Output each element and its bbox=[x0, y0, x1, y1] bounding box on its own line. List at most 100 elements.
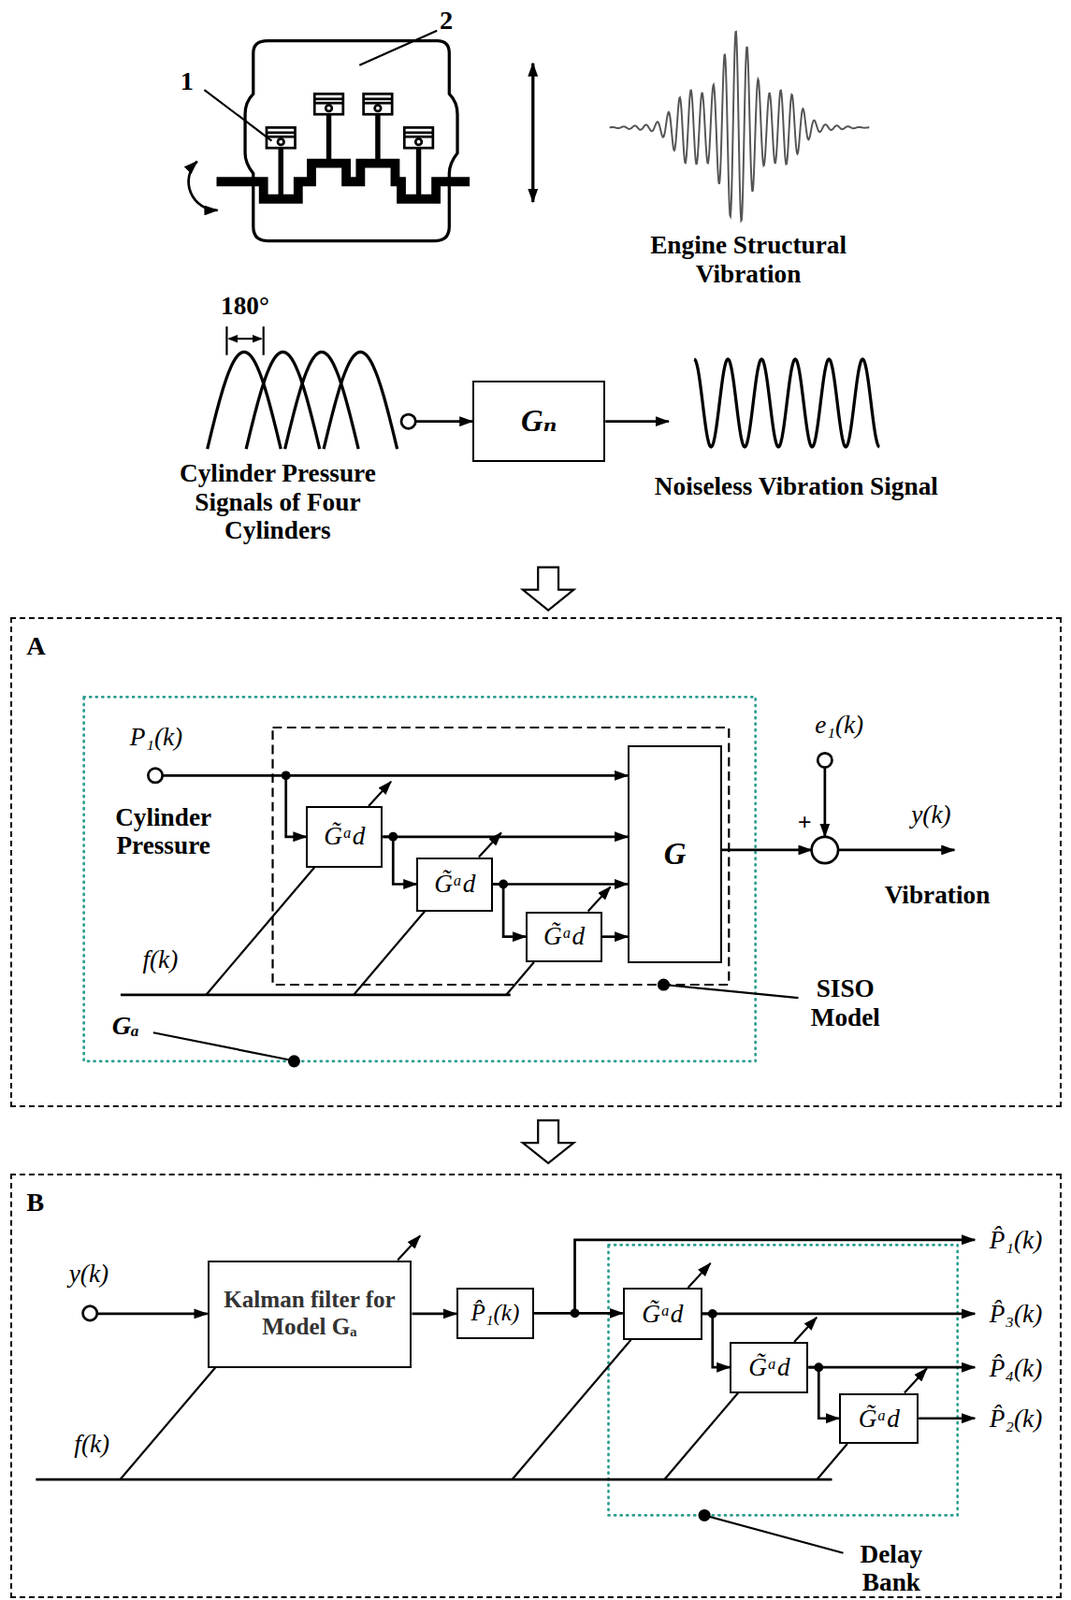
signal-name: P̂₄(k) bbox=[989, 1353, 1043, 1383]
signal-name: e₁(k) bbox=[814, 710, 864, 740]
callout-text: Delay Bank bbox=[835, 1540, 948, 1598]
signal-wire bbox=[511, 1340, 631, 1481]
box-label: G̃ᵃd bbox=[852, 1404, 906, 1434]
signal-wire bbox=[918, 1417, 975, 1420]
panel-letter: A bbox=[26, 631, 45, 663]
signal-description: Cylinder Pressure bbox=[91, 803, 235, 861]
callout-number: 2 bbox=[439, 5, 453, 36]
signal-arrow bbox=[492, 882, 628, 886]
signal-arrow bbox=[411, 1313, 456, 1317]
signal-name: P̂₃(k) bbox=[989, 1299, 1043, 1329]
signal-wire bbox=[162, 774, 629, 778]
signal-wire bbox=[286, 775, 307, 837]
sum-sign: + bbox=[797, 809, 812, 837]
kalman-box: Kalman filter for Model Gₐ bbox=[207, 1260, 413, 1369]
signal-name: y(k) bbox=[69, 1259, 109, 1289]
signal-wire bbox=[664, 1392, 739, 1480]
signal-arrow bbox=[602, 935, 628, 939]
crankshaft bbox=[217, 163, 471, 200]
signal-wire bbox=[588, 886, 611, 912]
signal-wire bbox=[35, 1478, 832, 1482]
connectors bbox=[382, 837, 840, 1419]
panel-letter: B bbox=[26, 1187, 44, 1219]
signal-wire bbox=[120, 994, 511, 998]
box-label: G̃ᵃd bbox=[318, 822, 372, 852]
wires bbox=[35, 752, 975, 1480]
signal-wire bbox=[97, 1313, 208, 1317]
connecting-rod bbox=[416, 147, 421, 200]
box-label: P̂₁(k) bbox=[464, 1300, 526, 1328]
box-label: Kalman filter for Model Gₐ bbox=[209, 1287, 411, 1342]
signal-wire bbox=[353, 911, 425, 995]
signal-arrow bbox=[382, 835, 628, 839]
input-terminal bbox=[147, 768, 162, 783]
connecting-rod bbox=[326, 114, 332, 163]
siso-region bbox=[273, 727, 730, 985]
signal-wire bbox=[506, 962, 535, 996]
connecting-rod bbox=[278, 147, 284, 200]
estimate-box: P̂₁(k) bbox=[456, 1288, 535, 1340]
dimension-text: 180° bbox=[220, 291, 270, 321]
signal-arrow bbox=[808, 1367, 840, 1419]
delay-box: G̃ᵃd bbox=[729, 1342, 809, 1394]
piston bbox=[266, 93, 434, 148]
input-terminal bbox=[83, 1306, 98, 1321]
signal-wire bbox=[808, 1366, 975, 1370]
signal-arrow bbox=[492, 884, 526, 938]
transfer-box: Gₙ bbox=[472, 380, 606, 463]
delay-box: G̃ᵃd bbox=[416, 857, 493, 912]
signal-wire bbox=[904, 1368, 927, 1393]
sum-junction bbox=[811, 837, 839, 864]
signal-wire bbox=[702, 1313, 975, 1317]
signal-name: f(k) bbox=[142, 945, 178, 975]
engine-illustration bbox=[188, 30, 534, 242]
signal-arrow bbox=[382, 837, 417, 885]
leader-line bbox=[203, 89, 272, 142]
flow-arrow bbox=[522, 567, 575, 611]
box-label: G̃ᵃd bbox=[636, 1300, 690, 1330]
signal-wire bbox=[838, 849, 955, 853]
caption-text: Noiseless Vibration Signal bbox=[653, 471, 941, 501]
box-label: G̃ᵃd bbox=[428, 869, 482, 899]
box-label: Gₙ bbox=[514, 404, 564, 440]
signal-wire bbox=[688, 1263, 711, 1289]
signal-wire bbox=[722, 849, 812, 853]
signal-wire bbox=[368, 781, 391, 807]
vibration-direction-arrow bbox=[531, 63, 535, 203]
caption-text: Cylinder Pressure Signals of Four Cylind… bbox=[149, 459, 406, 546]
connecting-rod bbox=[375, 114, 380, 163]
delay-box: G̃ᵃd bbox=[839, 1393, 919, 1446]
signal-wire bbox=[119, 1367, 216, 1480]
model-box: G bbox=[627, 745, 722, 965]
box-label: G̃ᵃd bbox=[536, 922, 591, 952]
callout-text: SISO Model bbox=[794, 974, 897, 1032]
signal-name: P̂₂(k) bbox=[989, 1404, 1043, 1434]
signal-name: f(k) bbox=[73, 1430, 110, 1460]
delay-box: G̃ᵃd bbox=[622, 1288, 703, 1341]
noiseless-signal bbox=[694, 359, 880, 448]
leader-lines bbox=[153, 980, 844, 1554]
signal-wire bbox=[397, 1235, 420, 1260]
signal-name: P₁(k) bbox=[130, 723, 183, 753]
caption-text: Engine Structural Vibration bbox=[610, 231, 887, 290]
model-name: Gₐ bbox=[112, 1011, 140, 1042]
callout-number: 1 bbox=[180, 66, 194, 97]
delay-box: G̃ᵃd bbox=[305, 806, 383, 868]
vibration-burst bbox=[609, 31, 870, 221]
box-label: G bbox=[657, 837, 693, 873]
panel: AG̃ᵃdG̃ᵃdG̃ᵃdG bbox=[10, 617, 1062, 1108]
panel: BKalman filter for Model GₐP̂₁(k)G̃ᵃdG̃ᵃ… bbox=[10, 1173, 1062, 1599]
signal-name: y(k) bbox=[911, 800, 951, 830]
signal-wire bbox=[816, 1444, 847, 1480]
box-label: G̃ᵃd bbox=[742, 1353, 797, 1383]
delay-box: G̃ᵃd bbox=[525, 911, 603, 964]
engine-housing bbox=[245, 41, 458, 242]
delay-bank-region bbox=[608, 1244, 958, 1516]
input-terminal bbox=[401, 414, 416, 429]
signal-name: P̂₁(k) bbox=[989, 1226, 1043, 1256]
signal-wire bbox=[205, 867, 315, 995]
signal-description: Vibration bbox=[884, 881, 991, 911]
signal-wire bbox=[794, 1317, 817, 1343]
signal-wire bbox=[823, 767, 826, 838]
